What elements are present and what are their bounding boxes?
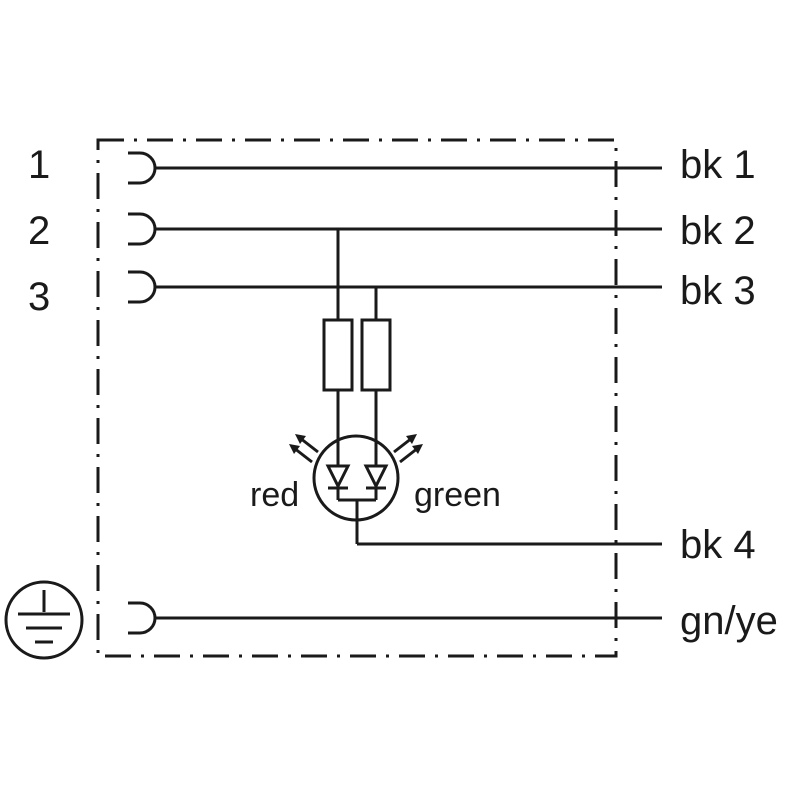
ground-icon [4,580,84,660]
wire-label-bk4: bk 4 [680,523,756,567]
dual-led-icon [312,434,400,544]
light-emission-icon [393,434,423,464]
resistor-icon [360,318,392,392]
socket-contact-icon [128,151,157,185]
led-green-label: green [414,476,501,514]
resistor-icon [322,318,354,392]
wire-label-bk3: bk 3 [680,269,756,313]
wire-label-gnye: gn/ye [680,599,778,643]
led-red-label: red [250,476,299,514]
wire-label-bk1: bk 1 [680,143,756,187]
socket-contact-icon [128,601,157,635]
pin-label-2: 2 [28,209,50,253]
socket-contact-icon [128,212,157,246]
pin-label-1: 1 [28,143,50,187]
housing-frame [96,138,618,658]
socket-contact-icon [128,270,157,304]
light-emission-icon [289,434,319,464]
pin-label-3: 3 [28,275,50,319]
wire-label-bk2: bk 2 [680,209,756,253]
